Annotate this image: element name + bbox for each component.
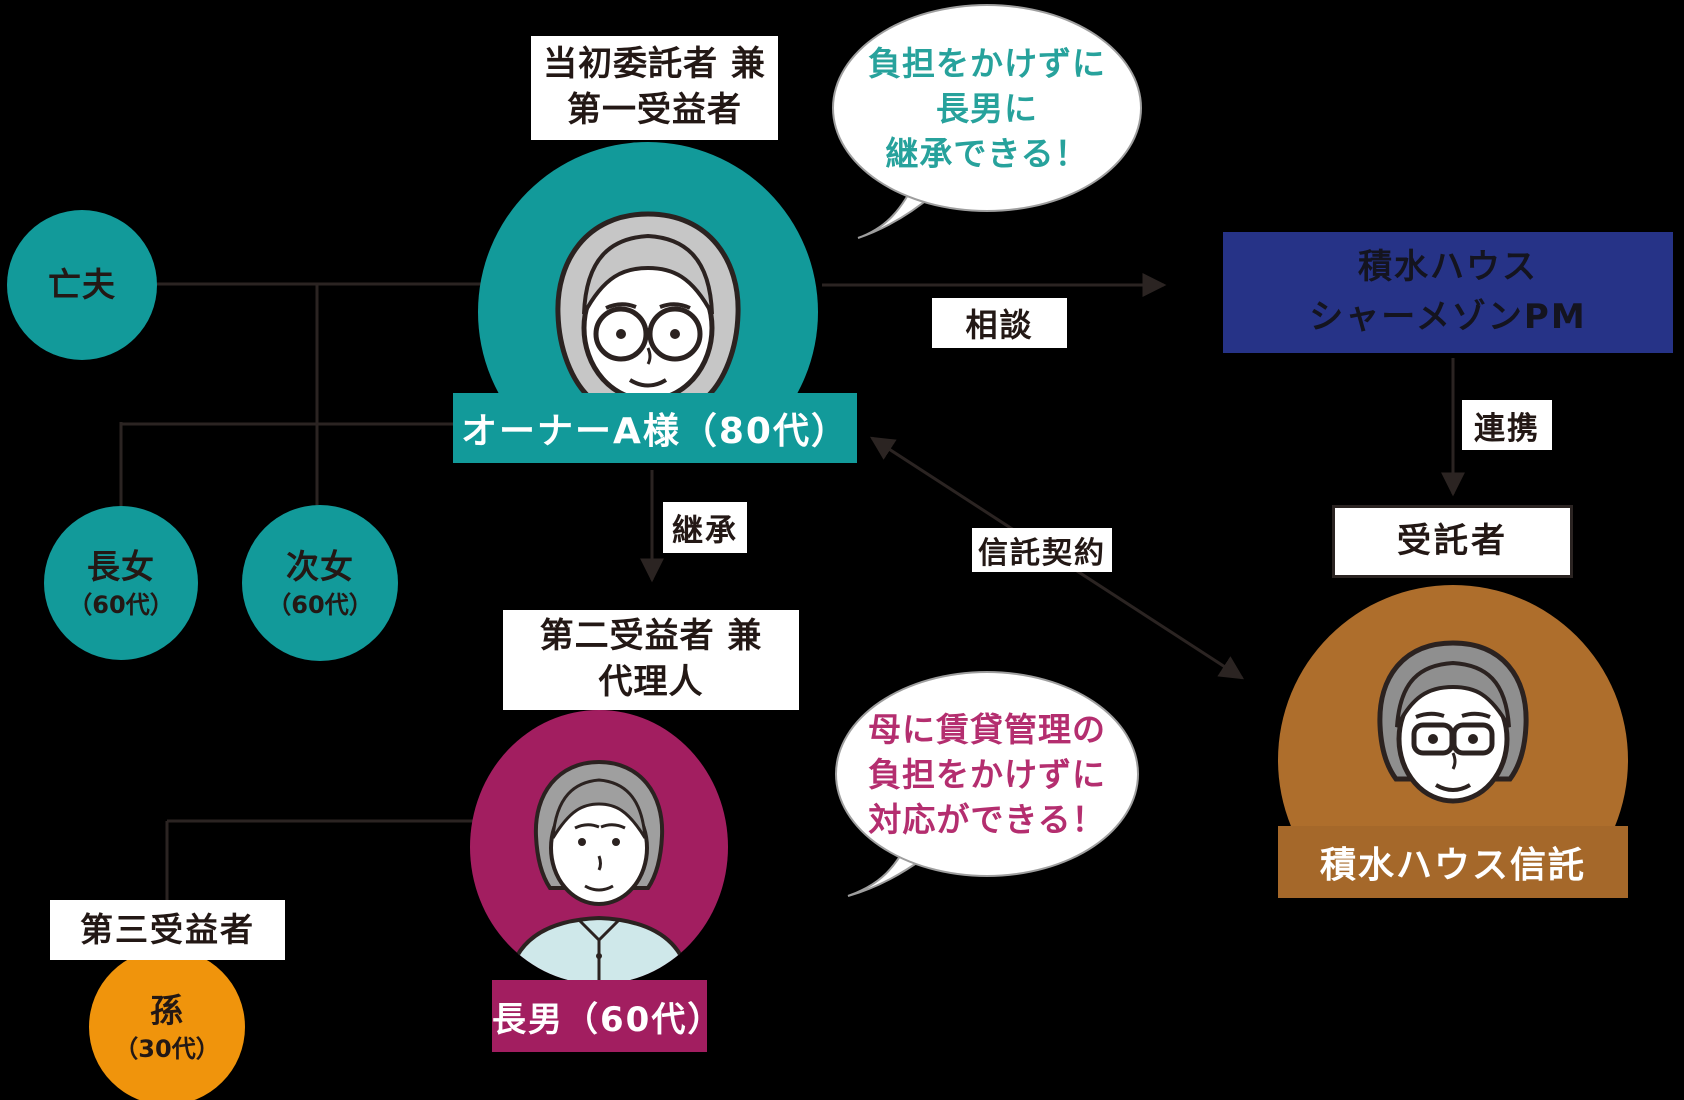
trustee-name-label: 積水ハウス信託: [1319, 845, 1586, 886]
son-name-bar: 長男（60代）: [492, 980, 724, 1052]
grandchild-role-box: 第三受益者: [50, 900, 285, 960]
company-box: 積水ハウス シャーメゾンPM: [1223, 232, 1673, 353]
son-role-box: 第二受益者 兼 代理人: [503, 610, 799, 710]
owner-role-line2: 第一受益者: [567, 90, 742, 130]
owner-speech-bubble: 負担をかけずに 長男に 継承できる！: [832, 4, 1142, 212]
son-role-line2: 代理人: [598, 662, 704, 702]
grandchild-age: （30代）: [114, 1034, 220, 1063]
son-man-illustration: [505, 759, 693, 984]
company-name-line1: 積水ハウス: [1358, 247, 1538, 288]
trustee-role-box: 受託者: [1332, 505, 1573, 578]
owner-role-box: 当初委託者 兼 第一受益者: [531, 36, 778, 140]
son-role-line1: 第二受益者 兼: [539, 616, 763, 657]
deceased-husband-label: 亡夫: [48, 265, 116, 305]
trustee-name-bar: 積水ハウス信託: [1278, 826, 1628, 898]
owner-bubble-line2: 長男に: [936, 88, 1038, 128]
company-name-line2: シャーメゾンPM: [1309, 296, 1587, 337]
son-speech-bubble: 母に賃貸管理の 負担をかけずに 対応ができる！: [835, 671, 1139, 877]
eldest-daughter-circle: 長女 （60代）: [44, 506, 198, 660]
consult-label: 相談: [932, 298, 1067, 348]
grandchild-role-label: 第三受益者: [80, 909, 255, 949]
son-avatar: [470, 710, 728, 984]
eldest-daughter-age: （60代）: [68, 590, 174, 619]
owner-bubble-line1: 負担をかけずに: [868, 43, 1106, 83]
trustee-role-label: 受託者: [1397, 520, 1508, 561]
second-daughter-name: 次女: [286, 547, 354, 587]
trust-contract-label-text: 信託契約: [978, 536, 1106, 571]
succession-label: 継承: [663, 502, 747, 553]
trust-contract-label: 信託契約: [972, 528, 1112, 572]
cooperation-label: 連携: [1462, 400, 1552, 450]
deceased-husband-circle: 亡夫: [7, 210, 157, 360]
son-bubble-line2: 負担をかけずに: [868, 754, 1106, 794]
son-bubble-line3: 対応ができる！: [868, 799, 1106, 839]
cooperation-label-text: 連携: [1474, 410, 1540, 447]
owner-role-line1: 当初委託者 兼: [543, 44, 766, 85]
succession-label-text: 継承: [672, 513, 738, 549]
grandchild-circle: 孫 （30代）: [89, 949, 245, 1100]
eldest-daughter-name: 長女: [87, 547, 155, 587]
second-daughter-circle: 次女 （60代）: [242, 505, 398, 661]
consult-label-text: 相談: [965, 306, 1034, 344]
family-tree-lines: [119, 282, 490, 901]
owner-bubble-line3: 継承できる！: [885, 133, 1089, 173]
son-bubble-line1: 母に賃貸管理の: [868, 709, 1106, 749]
grandchild-name: 孫: [150, 991, 184, 1031]
owner-name-label: オーナーA様（80代）: [461, 411, 849, 452]
son-name-label: 長男（60代）: [492, 999, 724, 1040]
second-daughter-age: （60代）: [267, 590, 373, 619]
owner-name-bar: オーナーA様（80代）: [453, 393, 857, 463]
